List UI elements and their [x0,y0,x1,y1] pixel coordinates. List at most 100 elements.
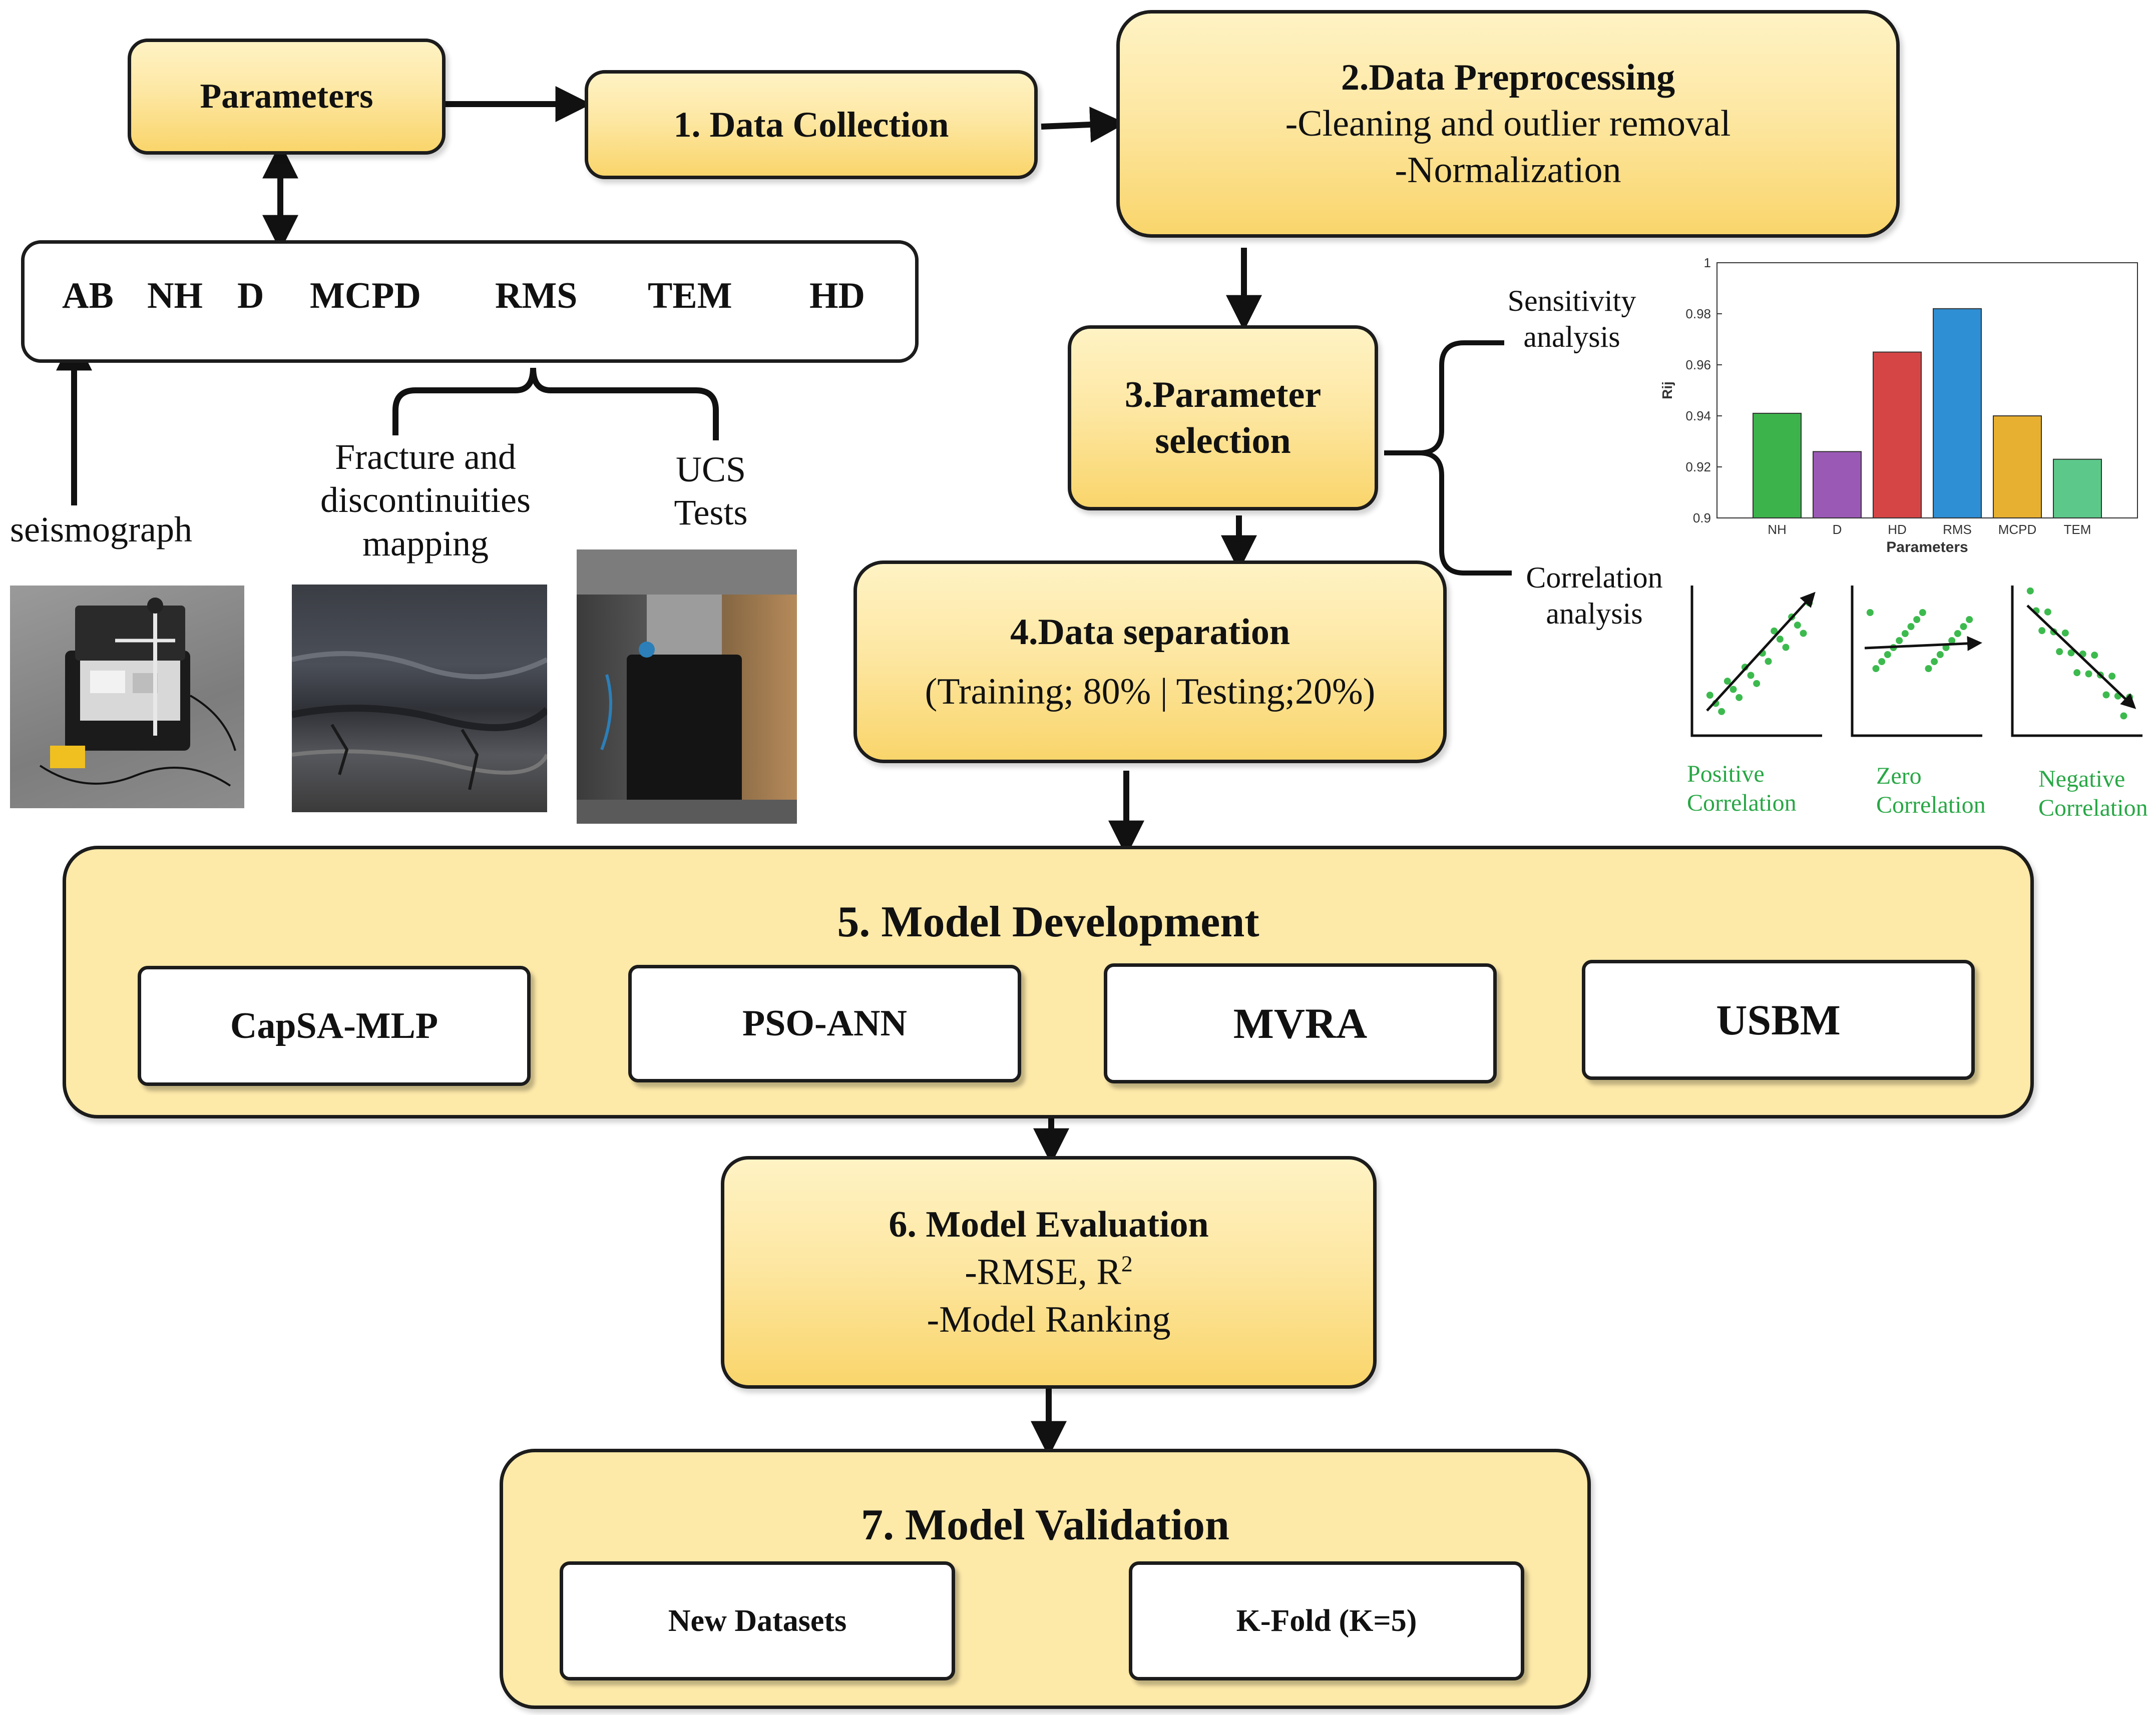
step6-item-metrics: -RMSE, R2 [965,1249,1133,1296]
seismograph-illustration [39,598,236,787]
positive-point [1800,630,1807,637]
negative-point [2073,669,2081,677]
positive-line1: Positive [1687,761,1765,787]
bar-nh [1753,412,1802,518]
x-tick-label: HD [1888,522,1907,537]
y-tick-label: 0.98 [1685,306,1711,321]
y-axis-label: Rij [1659,381,1675,399]
step2-data-preprocessing: 2.Data Preprocessing -Cleaning and outli… [1116,10,1900,238]
model-pso-ann: PSO-ANN [628,965,1021,1082]
zero-point [1931,658,1938,665]
zero-point [1896,637,1903,644]
step3-title-line1: 3.Parameter [1124,374,1322,415]
x-tick-label: NH [1768,522,1787,537]
correlation-examples [1690,586,2142,737]
zero-point [1936,651,1944,658]
negative-point [2091,652,2098,659]
negative-point [2056,648,2063,656]
step6-model-evaluation: 6. Model Evaluation -RMSE, R2 -Model Ran… [721,1156,1377,1389]
zero-point [1966,616,1973,623]
model-mvra: MVRA [1104,963,1497,1083]
step7-title: 7. Model Validation [861,1501,1229,1549]
param-rms: RMS [495,275,578,316]
positive-point [1782,644,1790,651]
param-ab: AB [62,275,114,316]
zero-point [1884,651,1891,658]
step4-title: 4.Data separation [1010,612,1290,653]
brace-analysis [1384,340,1512,576]
zero-point [1878,658,1886,665]
zero-point [1942,644,1950,651]
bar-hd [1873,351,1922,518]
positive-point [1794,622,1801,629]
negative-point [2102,691,2110,699]
step1-label: 1. Data Collection [673,104,949,145]
fracture-label: Fracture and discontinuities mapping [280,435,571,565]
correlation-line2: analysis [1546,597,1643,630]
step6-item-ranking: -Model Ranking [927,1299,1171,1340]
positive-axes [1690,586,1822,737]
fracture-label-line2: discontinuities [320,480,531,520]
positive-line2: Correlation [1687,789,1797,816]
zero-point [1925,665,1932,672]
negative-point [2067,649,2075,657]
negative-point [2120,712,2127,720]
step2-item-cleaning: -Cleaning and outlier removal [1285,103,1731,145]
zero-point [1872,665,1880,672]
step3-title-line2: selection [1155,420,1291,461]
ucs-label-line1: UCS [675,449,746,489]
positive-point [1706,692,1713,699]
zero-point [1954,630,1961,637]
model-capsa-mlp: CapSA-MLP [138,966,531,1086]
step4-data-separation: 4.Data separation (Training; 80% | Testi… [853,560,1447,763]
positive-point [1776,636,1784,643]
zero-point [1948,637,1956,644]
validation-kfold: K-Fold (K=5) [1129,1561,1524,1680]
negative-point [2108,673,2116,680]
fracture-label-line1: Fracture and [335,437,516,477]
param-d: D [237,275,264,316]
negative-point [2061,629,2069,637]
model-mvra-label: MVRA [1233,999,1368,1047]
seismograph-photo [10,586,244,808]
step1-data-collection: 1. Data Collection [585,70,1038,179]
parameters-box: Parameters [128,39,446,155]
sensitivity-line2: analysis [1523,320,1620,353]
ucs-press-illustration [577,549,797,824]
y-tick-label: 0.92 [1685,459,1711,474]
x-tick-label: TEM [2064,522,2091,537]
param-tem: TEM [648,275,732,316]
positive-point [1771,627,1778,635]
parameter-list-box: AB NH D MCPD RMS TEM HD [21,240,919,363]
step2-item-normalization: -Normalization [1395,149,1621,191]
negative-point [2044,608,2051,616]
zero-axes [1851,586,1982,737]
param-mcpd: MCPD [310,275,421,316]
positive-point [1765,658,1772,665]
step6-item-metrics-sup: 2 [1121,1251,1133,1277]
positive-point [1730,686,1737,693]
arrow-collection-to-preprocessing [1041,107,1126,143]
param-nh: NH [147,275,203,316]
zero-point [1960,623,1967,630]
bar-mcpd [1993,415,2042,518]
negative-trend-arrow [2026,605,2136,709]
model-usbm-label: USBM [1716,996,1841,1044]
y-tick-label: 1 [1704,255,1711,270]
x-tick-label: MCPD [1998,522,2037,537]
x-tick-label: RMS [1943,522,1972,537]
negative-axes [2011,586,2142,737]
bar-tem [2053,458,2102,519]
ucs-label: UCS Tests [631,448,791,534]
step2-title: 2.Data Preprocessing [1341,57,1675,98]
negative-point [2026,587,2034,595]
zero-point [1913,616,1921,623]
step6-item-metrics-text: -RMSE, R [965,1252,1121,1293]
validation-kfold-label: K-Fold (K=5) [1236,1603,1417,1638]
sensitivity-analysis-label: Sensitivity analysis [1479,283,1664,355]
zero-point [1919,609,1926,616]
param-hd: HD [809,275,865,316]
step4-detail: (Training; 80% | Testing;20%) [925,671,1376,712]
positive-point [1723,678,1731,685]
